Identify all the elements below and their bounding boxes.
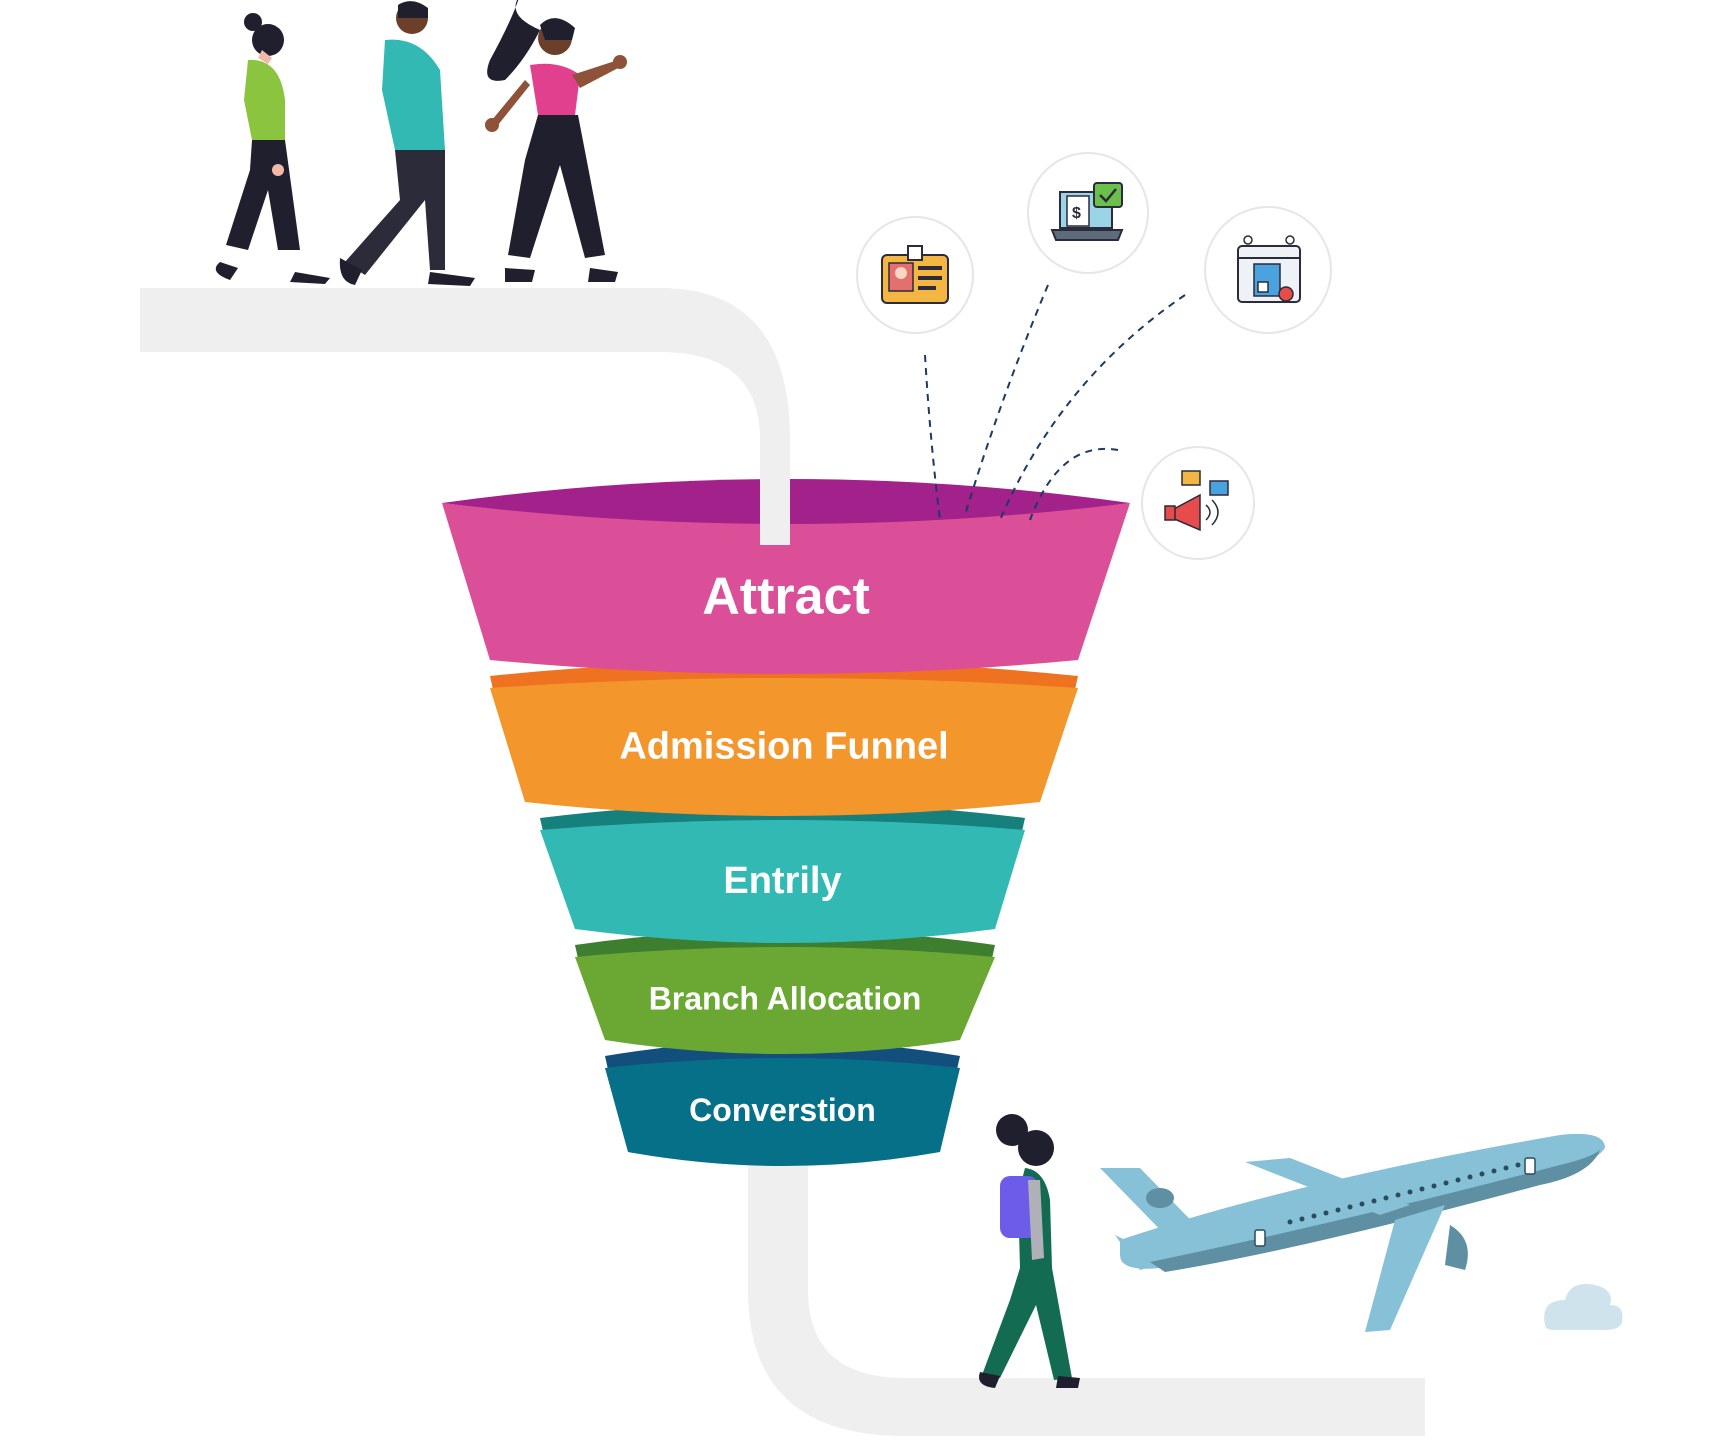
id-card-icon [856,216,974,334]
cloud [1544,1284,1623,1330]
funnel-stage-attract: Attract [442,503,1130,674]
funnel-stage-band [605,1058,960,1166]
funnel-stage-label: Branch Allocation [649,981,922,1017]
funnel-stage-admission-funnel: Admission Funnel [490,661,1078,816]
funnel: Converstion Branch Allocation Entrily Admis… [442,503,1130,1166]
funnel-opening [442,470,1130,545]
dashed-trajectories [924,284,1186,521]
megaphone-chat-icon [1141,446,1255,560]
funnel-stage-label: Admission Funnel [619,725,948,767]
airplane [1100,1133,1605,1332]
woman-green-figure [215,13,330,284]
funnel-stage-entrily: Entrily [540,803,1025,943]
svg-text:$: $ [1072,205,1081,222]
funnel-stage-label: Converstion [689,1092,876,1128]
laptop-invoice-icon: $ [1027,152,1149,274]
funnel-stage-label: Attract [702,568,870,626]
bottom-path [748,1150,1425,1436]
man-teal-figure [339,1,475,286]
woman-pink-figure [485,0,627,282]
funnel-stage-converstion: Converstion [605,1041,960,1166]
woman-backpack-figure [979,1114,1080,1388]
funnel-stage-band [540,820,1025,943]
funnel-stage-branch-allocation: Branch Allocation [575,930,995,1054]
top-path [140,288,790,545]
funnel-stage-band [442,503,1130,674]
funnel-stage-band [575,947,995,1054]
browser-document-icon [1204,206,1332,334]
funnel-stage-band [490,678,1078,816]
funnel-stage-label: Entrily [723,860,841,902]
